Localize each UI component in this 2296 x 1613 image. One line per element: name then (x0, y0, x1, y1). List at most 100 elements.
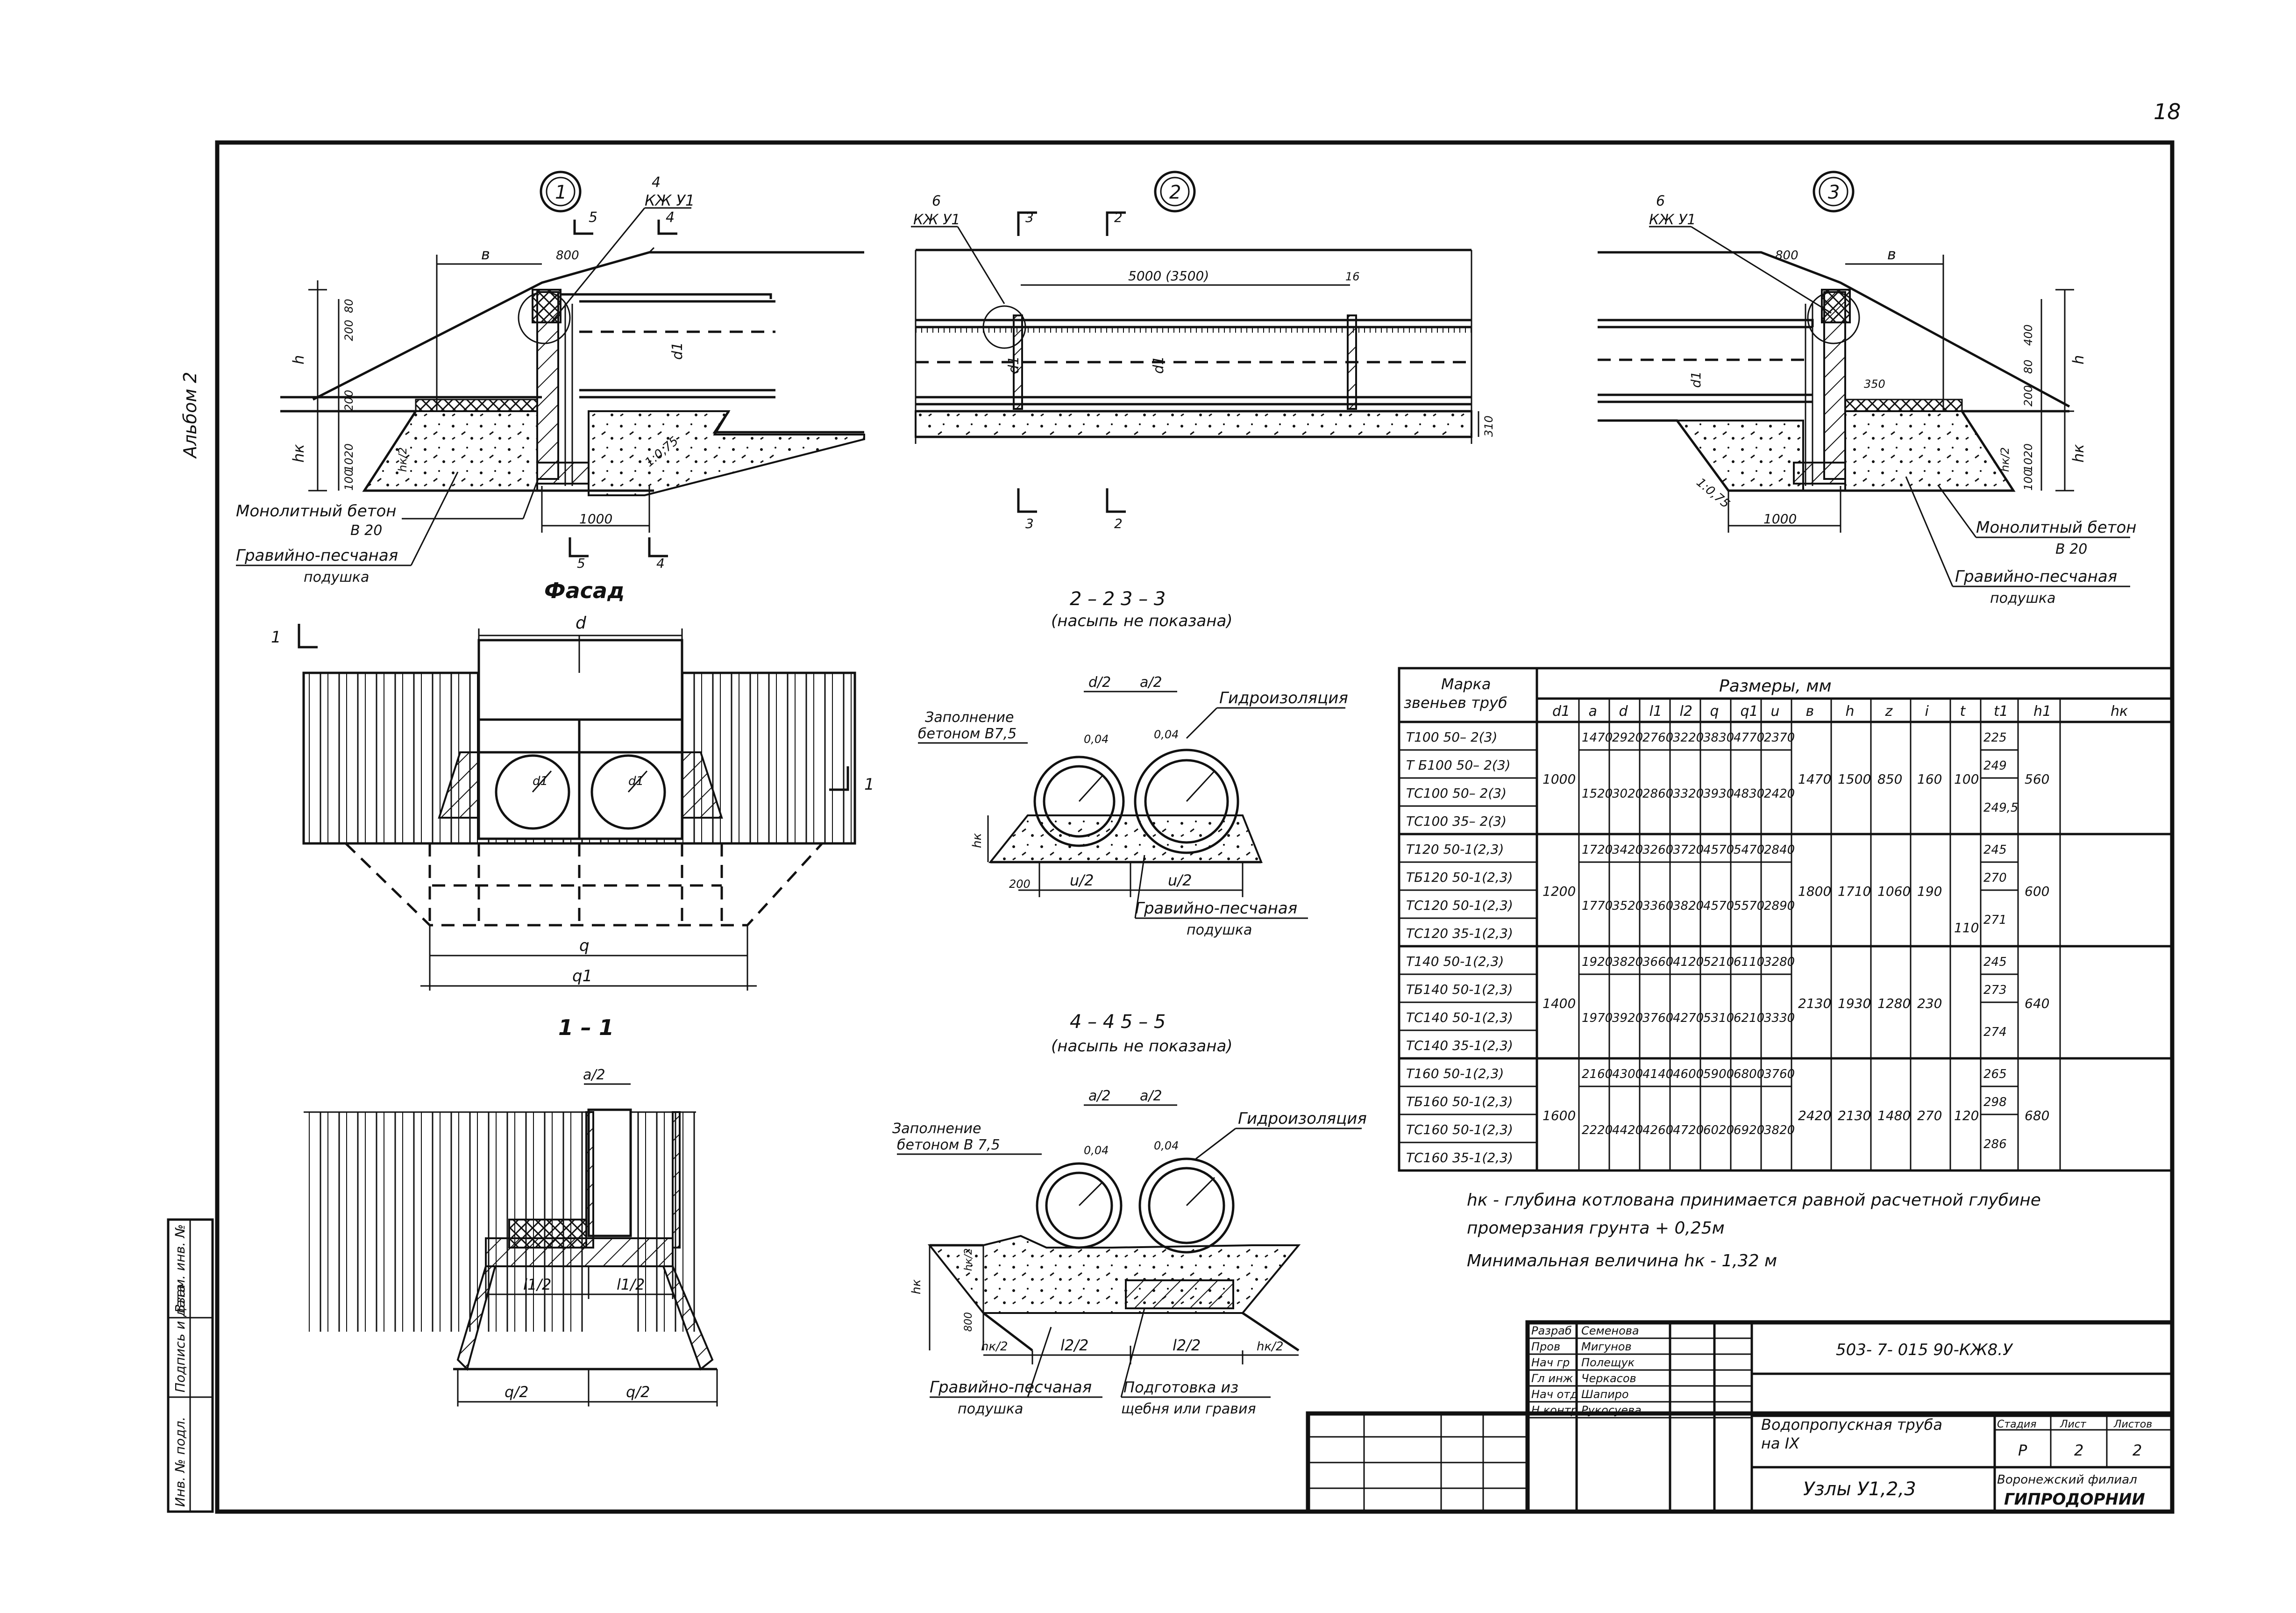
svg-text:Подпись и дата: Подпись и дата (172, 1284, 188, 1392)
svg-text:3: 3 (1025, 516, 1034, 531)
table-cell: 270 (1917, 1108, 1942, 1123)
svg-text:Р: Р (2018, 1442, 2027, 1459)
table-cell: 4830 (1734, 787, 1764, 801)
svg-text:Узлы У1,2,3: Узлы У1,2,3 (1803, 1478, 1916, 1500)
section-2-2: 2 – 2 3 – 3 (насыпь не показана) d/2 a/2… (918, 588, 1348, 938)
table-row-mark: Т140 50-1(2,3) (1406, 954, 1504, 969)
svg-text:a/2: a/2 (1140, 674, 1162, 691)
svg-text:Марка: Марка (1441, 675, 1491, 693)
table-cell: 3760 (1642, 1011, 1673, 1025)
svg-text:d: d (576, 614, 587, 633)
svg-text:u/2: u/2 (1070, 871, 1094, 889)
table-row-mark: ТС120 35-1(2,3) (1406, 926, 1513, 941)
svg-text:подушка: подушка (304, 569, 369, 585)
svg-text:hк: hк (910, 1279, 924, 1294)
table-cell: 4570 (1703, 899, 1734, 913)
svg-text:КЖ У1: КЖ У1 (913, 212, 960, 228)
table-cell: 1970 (1582, 1011, 1613, 1025)
table-cell: 4270 (1673, 1011, 1704, 1025)
svg-text:4: 4 (656, 556, 665, 571)
table-cell: 120 (1954, 1108, 1979, 1123)
table-row-mark: ТС100 50– 2(3) (1406, 785, 1507, 801)
table-header-9: h (1846, 703, 1855, 720)
svg-text:Заполнение: Заполнение (892, 1121, 981, 1137)
table-row-mark: ТС140 35-1(2,3) (1406, 1038, 1513, 1053)
table-row-mark: Т100 50– 2(3) (1406, 729, 1497, 745)
table-cell: 298 (1983, 1095, 2007, 1109)
table-cell: 3360 (1642, 899, 1673, 913)
node-2-marker (1154, 171, 1196, 213)
table-cell: 265 (1983, 1067, 2007, 1081)
svg-text:d1: d1 (628, 774, 644, 788)
table-cell: 5900 (1703, 1067, 1734, 1081)
table-cell: 4420 (1612, 1123, 1643, 1137)
table-cell: 1770 (1582, 899, 1613, 913)
table-cell: 160 (1917, 771, 1942, 787)
table-cell: 245 (1983, 843, 2007, 857)
svg-text:подушка: подушка (958, 1401, 1023, 1417)
svg-text:(насыпь не показана): (насыпь не показана) (1051, 1037, 1233, 1056)
node-1-section: 1 КЖ У1 4 5 4 h (236, 171, 865, 585)
table-cell: 249 (1983, 759, 2007, 773)
table-cell: 4120 (1673, 955, 1704, 969)
table-cell: 230 (1917, 996, 1942, 1011)
table-cell: 4770 (1734, 731, 1764, 745)
svg-text:4 – 4 5 – 5: 4 – 4 5 – 5 (1070, 1011, 1166, 1033)
table-cell: 274 (1983, 1025, 2007, 1039)
table-header-1: a (1589, 703, 1597, 720)
svg-text:a/2: a/2 (1088, 1088, 1111, 1104)
svg-text:l2/2: l2/2 (1060, 1336, 1088, 1354)
svg-text:0,04: 0,04 (1084, 1144, 1109, 1157)
svg-text:d1: d1 (1688, 371, 1704, 388)
table-row-mark: ТС100 35– 2(3) (1406, 814, 1507, 829)
tb-role: Н контр (1531, 1404, 1578, 1417)
table-cell: 5470 (1734, 843, 1764, 857)
tb-name: Шапиро (1581, 1388, 1629, 1401)
svg-text:Размеры, мм: Размеры, мм (1719, 677, 1832, 696)
svg-text:200: 200 (2022, 385, 2035, 407)
svg-text:d1: d1 (1006, 356, 1022, 374)
table-row-mark: Т Б100 50– 2(3) (1406, 757, 1511, 773)
table-cell: 1500 (1838, 771, 1871, 787)
table-cell: 2920 (1612, 731, 1643, 745)
table-header-4: l2 (1680, 703, 1692, 720)
svg-text:Водопропускная труба: Водопропускная труба (1761, 1416, 1942, 1434)
table-cell: 1600 (1543, 1108, 1576, 1123)
svg-text:hк/2: hк/2 (981, 1340, 1008, 1354)
svg-text:бетоном В 7,5: бетоном В 7,5 (897, 1137, 1000, 1153)
svg-text:u/2: u/2 (1168, 871, 1192, 889)
svg-text:hк/2: hк/2 (396, 447, 409, 472)
table-header-10: z (1885, 703, 1893, 720)
svg-text:В 20: В 20 (350, 522, 382, 539)
table-cell: 6110 (1734, 955, 1764, 969)
table-cell: 2160 (1582, 1067, 1613, 1081)
table-cell: 2370 (1764, 731, 1795, 745)
svg-text:подушка: подушка (1990, 590, 2055, 607)
svg-text:1 – 1: 1 – 1 (558, 1015, 614, 1040)
node-3-section: 3 6 КЖ У1 в 800 200 80 400 1020 100 hк/2 (1598, 171, 2137, 607)
svg-text:3: 3 (1828, 182, 1840, 203)
svg-text:800: 800 (556, 249, 579, 263)
svg-text:2: 2 (1114, 210, 1123, 225)
svg-text:4: 4 (652, 174, 661, 191)
table-cell: 3220 (1673, 731, 1704, 745)
table-cell: 1200 (1543, 884, 1576, 899)
table-cell: 1920 (1582, 955, 1613, 969)
svg-text:80: 80 (2022, 359, 2035, 374)
table-row-mark: Т120 50-1(2,3) (1406, 842, 1504, 857)
svg-text:Подготовка из: Подготовка из (1123, 1378, 1238, 1396)
table-cell: 5570 (1734, 899, 1764, 913)
tb-role: Нач отд (1531, 1388, 1578, 1401)
svg-text:(насыпь не показана): (насыпь не показана) (1051, 612, 1233, 630)
svg-text:промерзания грунта + 0,25м: промерзания грунта + 0,25м (1467, 1219, 1725, 1238)
table-cell: 4600 (1673, 1067, 1704, 1081)
svg-text:200: 200 (342, 390, 355, 411)
svg-text:a/2: a/2 (583, 1067, 605, 1083)
table-cell: 286 (1983, 1137, 2007, 1151)
svg-text:2: 2 (2074, 1442, 2083, 1459)
table-cell: 3830 (1703, 731, 1734, 745)
svg-text:1: 1 (555, 182, 567, 203)
table-cell: 3020 (1612, 787, 1643, 801)
